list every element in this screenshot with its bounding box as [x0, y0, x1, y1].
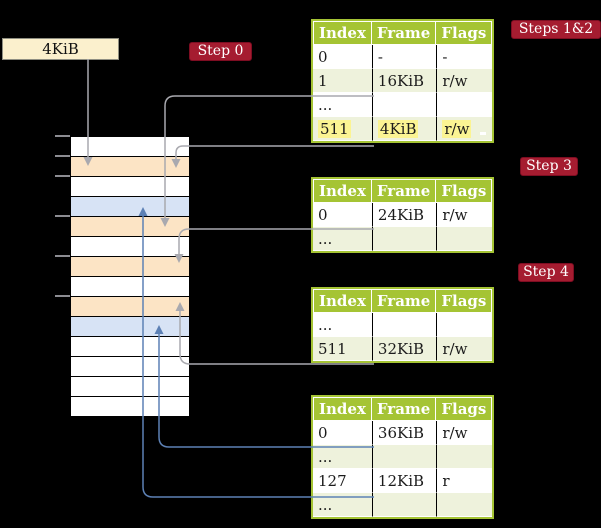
table-cell: ... [313, 445, 372, 469]
memory-frame-row-blue [71, 316, 189, 336]
table-cell: r/w [436, 69, 493, 93]
step-0-badge: Step 0 [189, 42, 252, 61]
column-header-frame: Frame [371, 21, 437, 45]
table-cell: - [436, 45, 493, 69]
table-cell [436, 93, 493, 117]
table-row: ... [313, 493, 493, 517]
table-cell: 16KiB [371, 69, 437, 93]
table-cell: r [436, 469, 493, 493]
steps-1-2-badge: Steps 1&2 [511, 20, 601, 39]
memory-frame-row-white [71, 236, 189, 256]
table-cell: - [371, 45, 437, 69]
table-cell: 1 [313, 69, 372, 93]
frame-tick [55, 295, 70, 297]
column-header-frame: Frame [371, 289, 437, 313]
arrow-pt1-entry511-to-frame-4kib [175, 145, 374, 160]
memory-frame-row-white [71, 276, 189, 296]
memory-frame-row-white [71, 336, 189, 356]
table-cell: r/w [436, 337, 493, 361]
table-cell: 36KiB [371, 421, 437, 445]
memory-frame-row-white [71, 396, 189, 416]
frame-tick [55, 215, 70, 217]
table-cell [436, 227, 493, 251]
frame-size-label: 4KiB [42, 40, 79, 58]
column-header-index: Index [313, 21, 372, 45]
table-cell: 24KiB [371, 203, 437, 227]
table-cell: ... [313, 93, 372, 117]
column-header-frame: Frame [371, 179, 437, 203]
table-cell: r/w [436, 117, 493, 141]
table-cell: 32KiB [371, 337, 437, 361]
memory-frame-row-white [71, 176, 189, 196]
physical-memory-column [70, 136, 190, 417]
memory-frame-row-white [71, 356, 189, 376]
step-3-badge: Step 3 [520, 157, 578, 176]
table-cell: 511 [313, 337, 372, 361]
table-row: ... [313, 93, 493, 117]
table-cell [436, 445, 493, 469]
table-cell [436, 493, 493, 517]
table-cell: 4KiB [371, 117, 437, 141]
memory-frame-row-blue [71, 196, 189, 216]
row-tick-marker [480, 132, 486, 135]
table-cell [436, 313, 493, 337]
table-cell: ... [313, 493, 372, 517]
column-header-frame: Frame [371, 397, 437, 421]
table-row: ... [313, 445, 493, 469]
memory-frame-row-white [71, 376, 189, 396]
column-header-index: Index [313, 179, 372, 203]
memory-frame-row-peach [71, 296, 189, 316]
table-cell: 0 [313, 203, 372, 227]
table-cell: 0 [313, 421, 372, 445]
table-row: 0-- [313, 45, 493, 69]
memory-frame-row-peach [71, 256, 189, 276]
step-4-badge: Step 4 [518, 263, 574, 282]
frame-tick [55, 135, 70, 137]
frame-tick [55, 255, 70, 257]
table-cell: 127 [313, 469, 372, 493]
column-header-flags: Flags [436, 21, 493, 45]
column-header-flags: Flags [436, 179, 493, 203]
memory-frame-row-peach [71, 156, 189, 176]
table-cell [371, 93, 437, 117]
table-cell [371, 445, 437, 469]
frame-size-box: 4KiB [2, 38, 119, 60]
table-row: 511 4KiB r/w [313, 117, 493, 141]
column-header-flags: Flags [436, 289, 493, 313]
table-cell: 511 [313, 117, 372, 141]
table-cell: 12KiB [371, 469, 437, 493]
table-row: ... [313, 227, 493, 251]
table-cell: ... [313, 227, 372, 251]
highlighted-value: 4KiB [377, 119, 419, 138]
column-header-index: Index [313, 397, 372, 421]
memory-frame-row-peach [71, 216, 189, 236]
table-cell: ... [313, 313, 372, 337]
table-cell [371, 493, 437, 517]
column-header-flags: Flags [436, 397, 493, 421]
frame-tick [55, 155, 70, 157]
highlighted-value: r/w [442, 119, 472, 138]
column-header-index: Index [313, 289, 372, 313]
table-cell: 0 [313, 45, 372, 69]
table-cell [371, 227, 437, 251]
table-cell [371, 313, 437, 337]
table-row: ... [313, 313, 493, 337]
memory-frame-row-white [71, 137, 189, 156]
highlighted-value: 511 [318, 119, 351, 138]
table-cell: r/w [436, 421, 493, 445]
frame-tick [55, 175, 70, 177]
row-tick-marker [480, 214, 486, 217]
